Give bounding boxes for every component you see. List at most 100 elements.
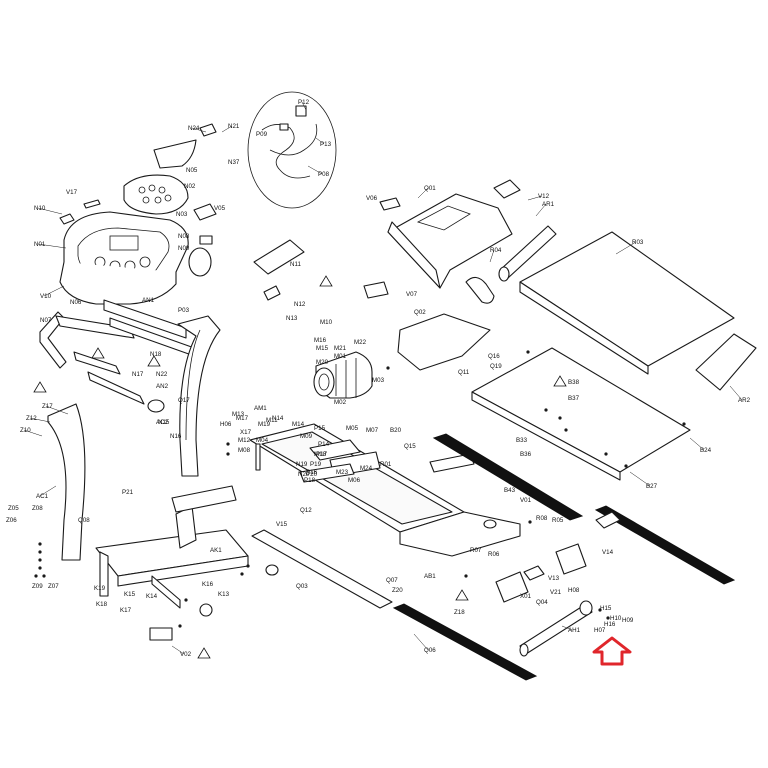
console-overlay bbox=[123, 174, 189, 215]
callout-leader-p08 bbox=[307, 165, 323, 175]
part-label-ah1: AH1 bbox=[568, 627, 581, 634]
callout-leader-n24 bbox=[191, 127, 207, 133]
part-label-b37: B37 bbox=[568, 395, 580, 402]
callout-leader-n01 bbox=[37, 243, 67, 249]
motor-cover bbox=[387, 193, 513, 289]
part-label-v05: V05 bbox=[214, 205, 226, 212]
part-label-r07: R07 bbox=[470, 547, 482, 554]
part-label-m15: M15 bbox=[316, 345, 329, 352]
handlebar-left bbox=[39, 311, 145, 405]
console-cover bbox=[153, 139, 197, 169]
part-label-b27: B27 bbox=[646, 483, 658, 490]
callout-leader-q06 bbox=[413, 633, 429, 651]
part-label-p12: P12 bbox=[298, 99, 310, 106]
part-label-ar1: AR1 bbox=[542, 201, 555, 208]
part-label-b38: B38 bbox=[568, 379, 580, 386]
part-label-m20: M20 bbox=[316, 359, 329, 366]
callout-leader-ar1 bbox=[535, 203, 547, 217]
part-label-m05: M05 bbox=[346, 425, 359, 432]
callout-leader-z10 bbox=[23, 429, 43, 437]
part-label-k14: K14 bbox=[146, 593, 158, 600]
part-label-n06: N06 bbox=[70, 299, 82, 306]
part-label-h06: H06 bbox=[220, 421, 232, 428]
part-label-n07: N07 bbox=[40, 317, 52, 324]
part-label-m18: M18 bbox=[314, 451, 327, 458]
callout-leader-r03 bbox=[615, 241, 637, 255]
part-label-b24: B24 bbox=[700, 447, 712, 454]
part-label-r08: R08 bbox=[536, 515, 548, 522]
key-holder bbox=[199, 123, 217, 137]
console-assembly bbox=[59, 211, 189, 305]
part-label-q17: Q17 bbox=[178, 397, 190, 404]
part-label-m21: M21 bbox=[334, 345, 347, 352]
part-label-p09: P09 bbox=[256, 131, 268, 138]
part-label-r01: R01 bbox=[380, 461, 392, 468]
part-label-m07: M07 bbox=[366, 427, 379, 434]
part-label-h15: H15 bbox=[600, 605, 612, 612]
part-label-v13: V13 bbox=[548, 575, 560, 582]
rear-end-cap bbox=[695, 333, 757, 391]
part-label-v15: V15 bbox=[276, 521, 288, 528]
part-label-q16: Q16 bbox=[488, 353, 500, 360]
part-label-k18: K18 bbox=[96, 601, 108, 608]
part-label-n02: N02 bbox=[184, 183, 196, 190]
part-label-z09: Z09 bbox=[32, 583, 43, 590]
part-label-q19: Q19 bbox=[490, 363, 502, 370]
part-label-q15: Q15 bbox=[404, 443, 416, 450]
part-label-n01: N01 bbox=[34, 241, 46, 248]
part-label-m17: M17 bbox=[236, 415, 249, 422]
warning-labels bbox=[33, 275, 567, 659]
callout-leader-p12 bbox=[301, 101, 307, 111]
part-label-n37: N37 bbox=[228, 159, 240, 166]
callout-leader-v02 bbox=[171, 645, 185, 655]
label-v17 bbox=[83, 199, 101, 209]
fasteners bbox=[34, 350, 686, 628]
part-label-q11: Q11 bbox=[458, 369, 470, 376]
callout-leader-b27 bbox=[629, 471, 651, 487]
part-label-m02: M02 bbox=[334, 399, 347, 406]
part-label-an1: AN1 bbox=[142, 297, 155, 304]
part-label-v06: V06 bbox=[366, 195, 378, 202]
part-label-m08: M08 bbox=[238, 447, 251, 454]
part-label-p19: P19 bbox=[310, 461, 322, 468]
part-label-b20: B20 bbox=[390, 427, 402, 434]
console-bracket bbox=[199, 235, 213, 245]
callout-leader-z12 bbox=[29, 417, 51, 423]
part-label-b36: B36 bbox=[520, 451, 532, 458]
part-label-n19: N19 bbox=[296, 461, 308, 468]
part-label-r04: R04 bbox=[490, 247, 502, 254]
part-label-m01: M01 bbox=[334, 353, 347, 360]
part-label-q06: Q06 bbox=[424, 647, 436, 654]
callout-leader-v12 bbox=[527, 195, 543, 201]
label-v05 bbox=[193, 203, 217, 221]
water-bottle bbox=[188, 247, 212, 277]
callout-leader-ar2 bbox=[729, 385, 743, 401]
front-roller bbox=[498, 225, 557, 282]
part-label-q03: Q03 bbox=[296, 583, 308, 590]
motor-cover-base bbox=[397, 313, 491, 371]
part-label-v02: V02 bbox=[180, 651, 192, 658]
part-label-m14: M14 bbox=[292, 421, 305, 428]
callout-leader-b24 bbox=[689, 437, 705, 451]
part-label-n24: N24 bbox=[188, 125, 200, 132]
part-label-m11: M11 bbox=[266, 417, 278, 424]
part-label-n22: N22 bbox=[156, 371, 168, 378]
part-label-m24: M24 bbox=[360, 465, 373, 472]
part-label-n05: N05 bbox=[186, 167, 198, 174]
callout-leader-z17 bbox=[45, 405, 69, 415]
part-label-q02: Q02 bbox=[414, 309, 426, 316]
highlight-arrow-icon bbox=[592, 636, 632, 666]
part-label-m09: M09 bbox=[300, 433, 313, 440]
part-label-z18: Z18 bbox=[454, 609, 465, 616]
part-label-k19: K19 bbox=[94, 585, 106, 592]
part-label-r06: R06 bbox=[488, 551, 500, 558]
part-label-k16: K16 bbox=[202, 581, 214, 588]
part-label-p15: P15 bbox=[314, 425, 326, 432]
part-label-z10: Z10 bbox=[20, 427, 31, 434]
main-frame bbox=[249, 423, 521, 557]
part-label-h07: H07 bbox=[594, 627, 606, 634]
running-deck bbox=[471, 347, 691, 481]
callout-leader-n21 bbox=[221, 125, 233, 133]
decal-cards bbox=[149, 179, 621, 641]
part-label-n18: N18 bbox=[150, 351, 162, 358]
